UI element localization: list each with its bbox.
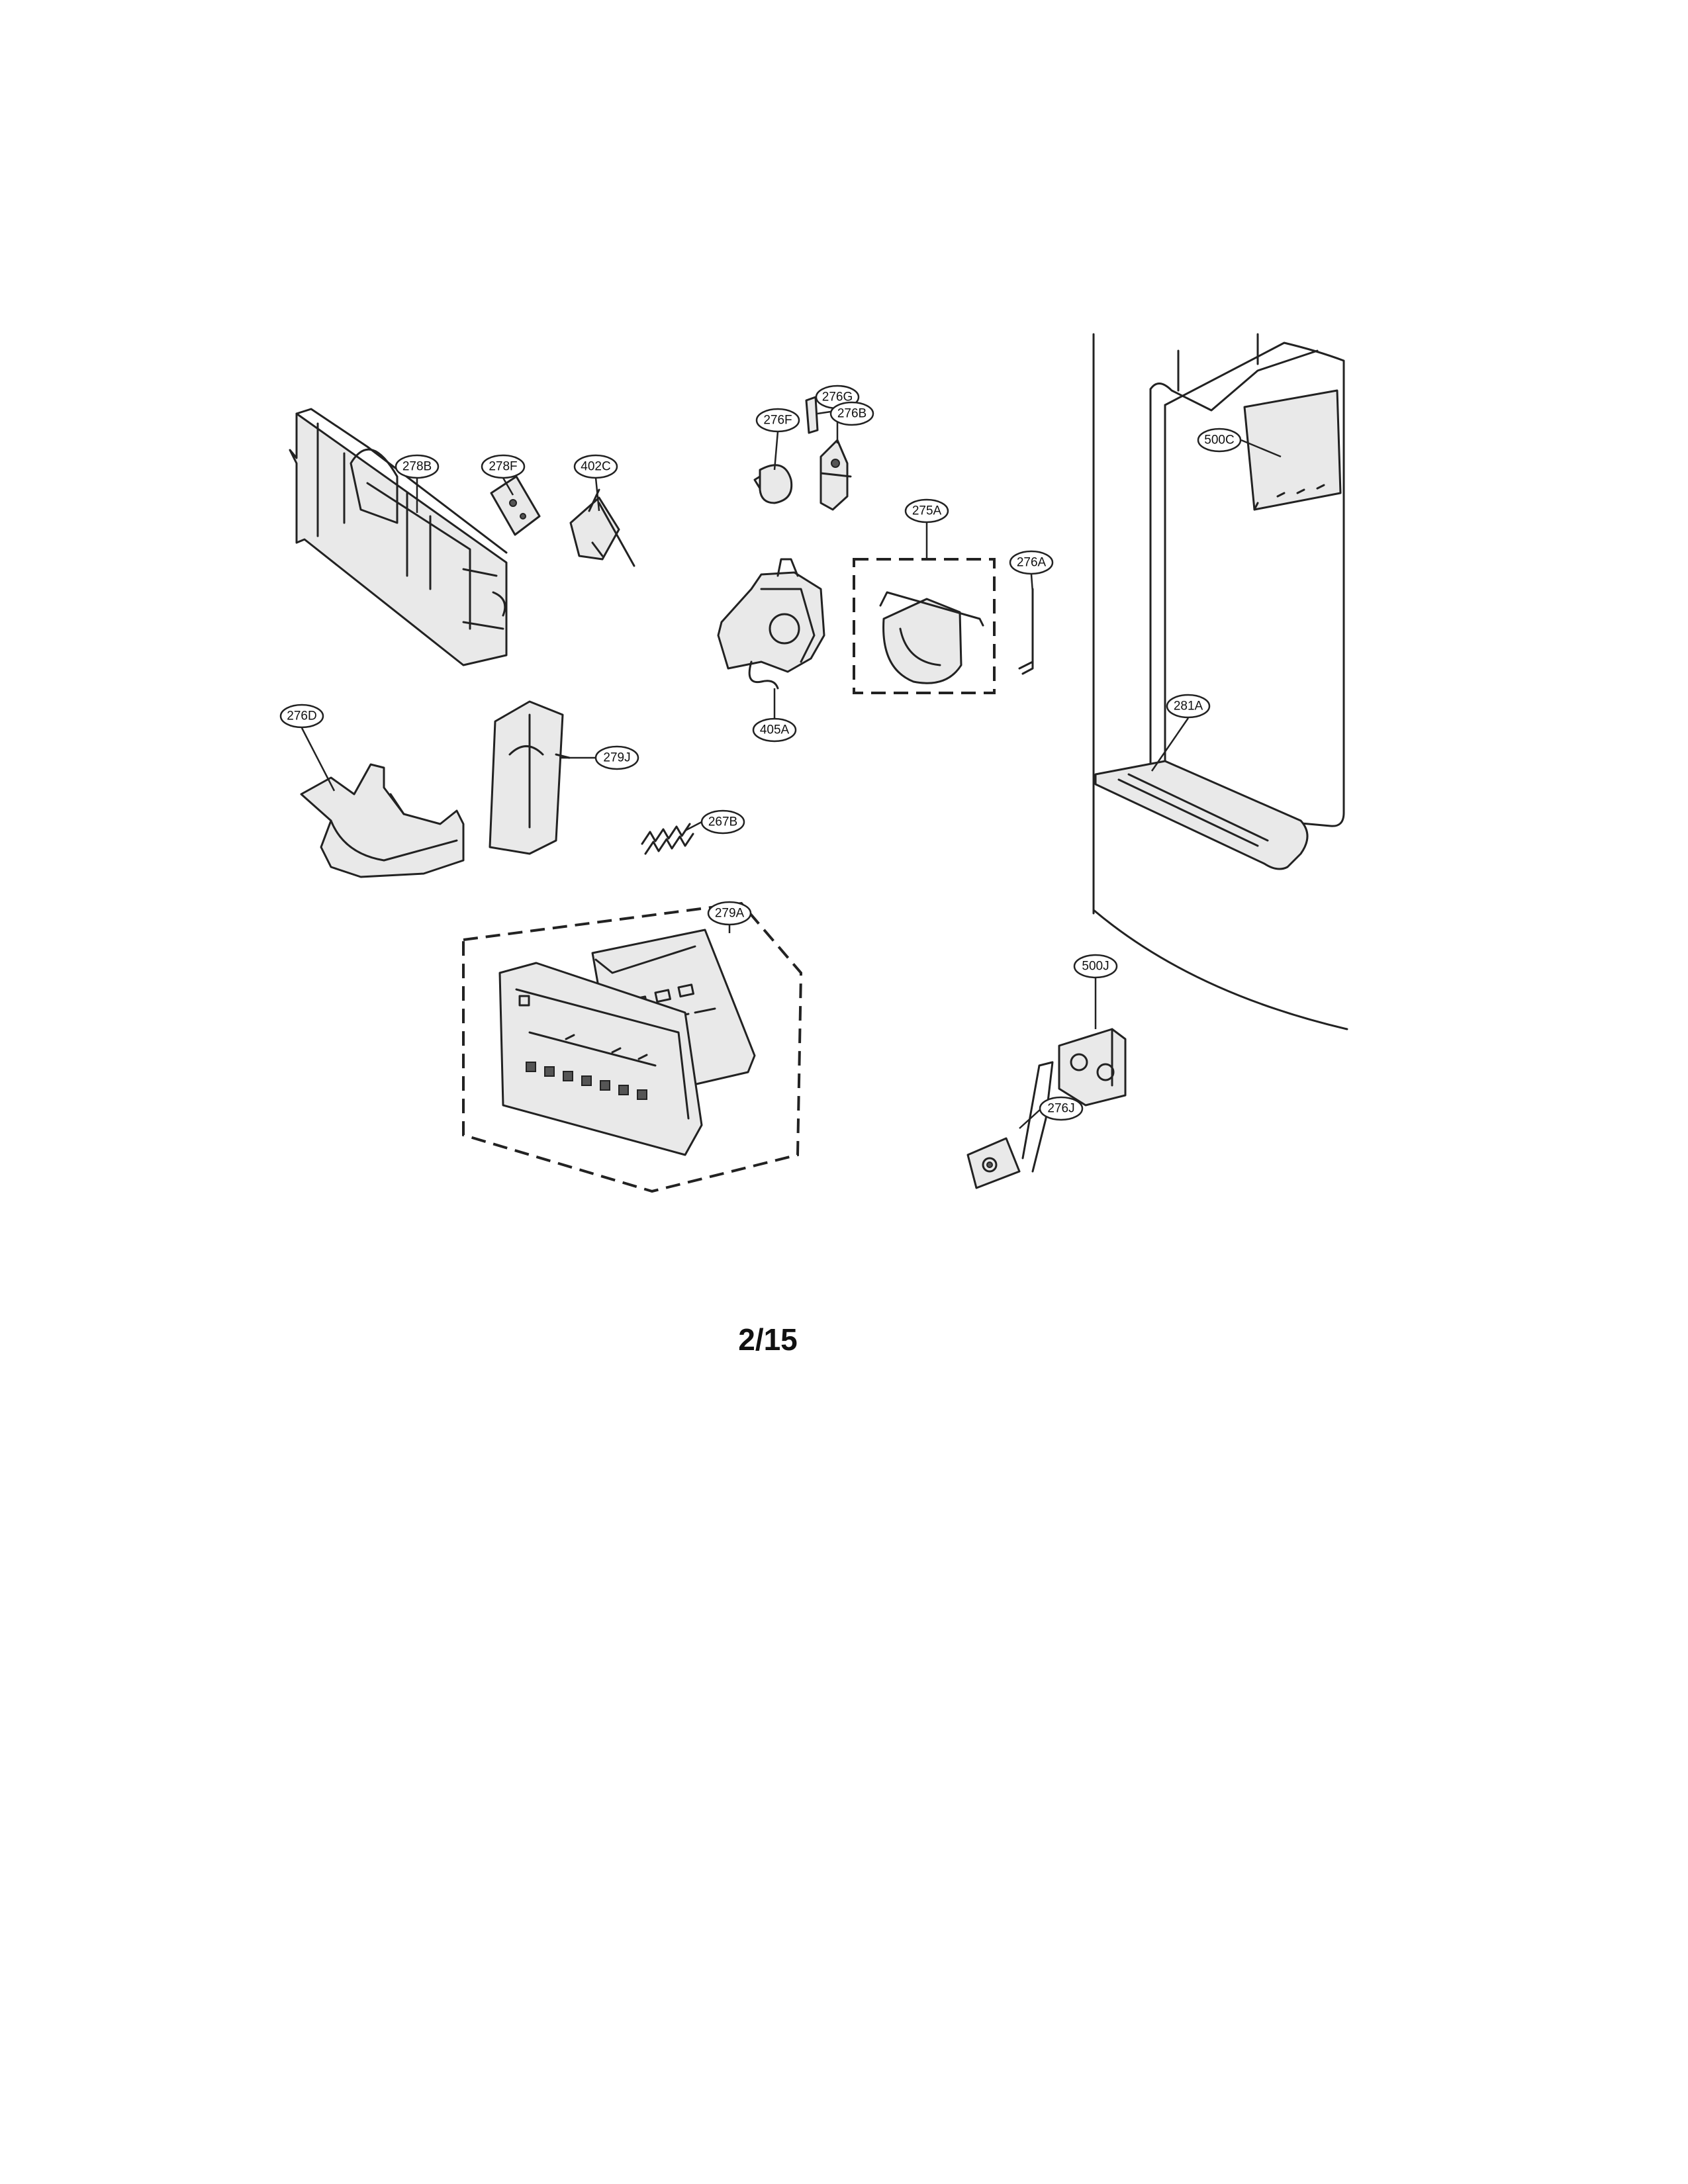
lever-276j [966,1061,1054,1189]
rod-276a [1018,588,1034,675]
svg-text:276F: 276F [763,414,792,428]
callout-279a: 279A [707,901,752,926]
svg-text:500J: 500J [1082,960,1109,974]
callout-405a: 405A [752,717,797,743]
callout-276j: 276J [1039,1096,1084,1121]
callout-276d: 276D [279,704,324,729]
duct-276d [300,763,465,878]
callout-278b: 278B [395,454,440,479]
switch-402c [569,488,635,567]
callout-276b: 276B [829,401,874,426]
housing-278b [289,408,508,666]
svg-text:267B: 267B [708,815,737,829]
svg-text:278F: 278F [489,460,517,474]
leader-lines [301,409,1282,1129]
callout-500c: 500C [1197,428,1242,453]
callout-402c: 402C [573,454,618,479]
display-assembly-279a [462,901,803,1193]
svg-text:279A: 279A [715,907,745,921]
spring-276b [805,396,819,434]
callout-276f: 276F [755,408,800,433]
svg-text:279J: 279J [603,751,630,765]
svg-text:276B: 276B [837,407,867,421]
svg-text:281A: 281A [1174,700,1203,713]
spring-267b [641,823,694,855]
page-number: 2/15 [738,1322,798,1357]
bracket-276g [820,439,852,511]
callout-275a: 275A [904,498,949,523]
display-buttons [526,1062,647,1100]
switch-500j [1058,1028,1127,1107]
svg-text:276A: 276A [1017,556,1047,570]
paddle-279j [489,700,571,855]
svg-text:500C: 500C [1204,433,1234,447]
svg-text:405A: 405A [760,723,790,737]
flap-group-275a [853,558,996,694]
callout-278f: 278F [481,454,526,479]
svg-text:275A: 275A [912,504,942,518]
callout-281a: 281A [1166,694,1211,719]
callout-267b: 267B [700,809,745,835]
svg-text:402C: 402C [581,460,610,474]
svg-text:276G: 276G [822,390,853,404]
svg-text:276D: 276D [287,709,316,723]
clip-278f [490,475,541,536]
callout-276a: 276A [1009,550,1054,575]
door-cabinet [1092,333,1348,1030]
callout-279j: 279J [594,745,639,770]
filter-cover-500c [1243,389,1342,511]
cam-276f [753,464,793,504]
svg-text:278B: 278B [402,460,432,474]
motor-405a [717,558,825,690]
callout-500j: 500J [1073,954,1118,979]
drip-tray-281a [1094,760,1309,870]
svg-text:276J: 276J [1047,1102,1074,1116]
